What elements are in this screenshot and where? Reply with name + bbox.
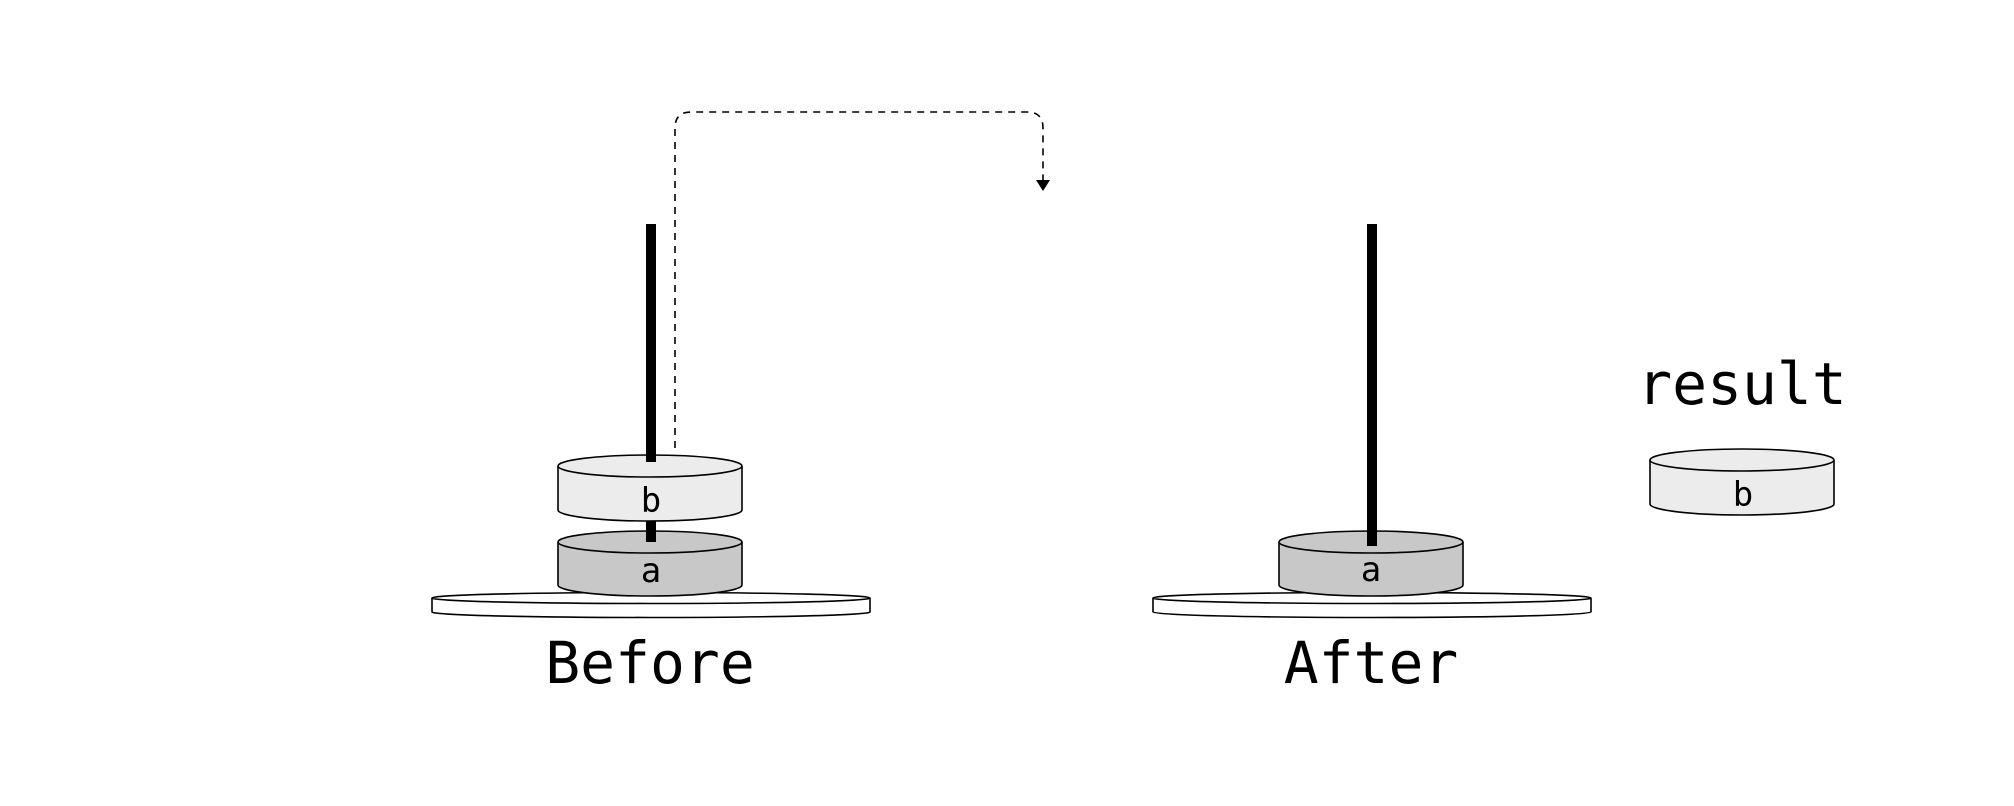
arrow-head-icon <box>1036 180 1050 191</box>
before-disk-a: a <box>557 524 743 597</box>
before-disk-b-label: b <box>641 481 661 521</box>
before-disk-a-label: a <box>641 551 661 591</box>
before-tower: a b Before <box>431 224 871 697</box>
result-disk-b-label: b <box>1733 475 1753 515</box>
after-caption: After <box>1284 629 1459 697</box>
after-rod <box>1367 224 1377 546</box>
before-disk-b: b <box>557 224 743 522</box>
after-disk-a-label: a <box>1361 550 1381 590</box>
result-disk-b: b <box>1649 448 1835 516</box>
after-base <box>1152 591 1592 619</box>
move-arrow <box>674 111 1050 448</box>
after-tower: a After <box>1152 224 1592 697</box>
result-label: result <box>1637 350 1847 418</box>
before-caption: Before <box>545 629 755 697</box>
result-group: result b <box>1637 350 1847 516</box>
